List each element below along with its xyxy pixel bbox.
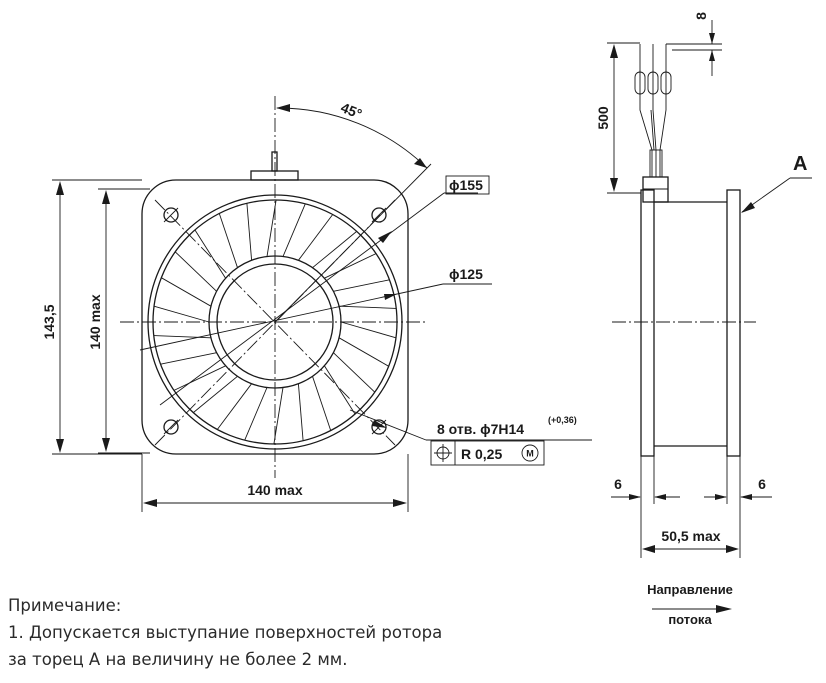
- arrow: [56, 439, 64, 453]
- arrow: [715, 494, 727, 500]
- arrow: [654, 494, 666, 500]
- modifier-symbol: M: [526, 449, 534, 459]
- arrow: [709, 33, 715, 44]
- arrow: [102, 438, 110, 452]
- arrow: [393, 499, 407, 507]
- note-line1: 1. Допускается выступание поверхностей р…: [8, 623, 443, 642]
- arrow: [726, 545, 739, 553]
- arrow: [384, 294, 397, 300]
- arrow: [740, 494, 752, 500]
- height-max-label: 140 max: [87, 294, 103, 349]
- dia-outer-label: ϕ155: [449, 177, 483, 193]
- position-tolerance-label: R 0,25: [461, 446, 502, 462]
- blade-line: [160, 352, 217, 365]
- angle-arc: [276, 107, 428, 169]
- lead-length-label: 500: [595, 106, 611, 130]
- mounting-hole: [163, 419, 179, 435]
- arrow: [741, 202, 755, 213]
- blade-line: [244, 387, 268, 441]
- arrow: [56, 181, 64, 195]
- side-view: 500 8 A 6 6 50,5 max: [595, 12, 812, 558]
- height-label: 143,5: [41, 304, 57, 339]
- blade-line: [312, 376, 332, 431]
- note-title: Примечание:: [8, 596, 122, 615]
- blade-line: [194, 229, 226, 279]
- arrow: [102, 190, 110, 204]
- connector-housing: [250, 170, 299, 181]
- blade-line: [339, 305, 397, 309]
- tolerance-frame: [430, 440, 545, 466]
- holes-tolerance: (+0,36): [548, 415, 577, 425]
- blade-line: [153, 335, 211, 339]
- blade-line: [333, 279, 390, 292]
- modifier-circle: [521, 444, 539, 462]
- blade-line: [193, 375, 238, 413]
- left-flange: [640, 189, 655, 457]
- mounting-hole: [371, 207, 387, 223]
- blade-line: [173, 365, 226, 391]
- wire-leads: [634, 44, 672, 178]
- depth-label: 50,5 max: [661, 528, 720, 544]
- dia-outer-frame: [445, 175, 490, 195]
- arrow: [610, 178, 618, 192]
- blade-line: [298, 214, 334, 261]
- position-tolerance-icon: [434, 444, 452, 462]
- blade-line: [340, 321, 397, 339]
- arrow: [276, 104, 290, 112]
- front-view: 45° ϕ155 ϕ125 8 отв. ϕ7H14 (+0,36) R 0,2…: [41, 96, 592, 512]
- dia-inner-label: ϕ125: [449, 266, 483, 282]
- blade-line: [216, 383, 252, 430]
- width-max-label: 140 max: [247, 482, 302, 498]
- arrow: [378, 231, 392, 243]
- flow-arrowhead: [716, 605, 732, 613]
- arrow: [414, 158, 427, 168]
- lead-offset-label: 8: [693, 12, 709, 20]
- blade-line: [218, 213, 238, 268]
- angle-label: 45°: [339, 99, 365, 122]
- blade-line: [324, 253, 377, 279]
- blade-line: [324, 365, 356, 415]
- blade-line: [312, 231, 357, 269]
- right-flange-label: 6: [758, 476, 766, 492]
- arrow: [709, 50, 715, 61]
- face-label: A: [793, 153, 807, 175]
- flow-direction: Направление потока: [615, 582, 765, 627]
- arrow: [629, 494, 641, 500]
- arrow: [143, 499, 157, 507]
- blade-line: [153, 305, 210, 323]
- diagonal-axis: [154, 199, 396, 446]
- connector-pin: [271, 151, 278, 172]
- note-block: Примечание: 1. Допускается выступание по…: [8, 592, 442, 673]
- mounting-hole: [163, 207, 179, 223]
- right-flange: [726, 189, 741, 457]
- flow-line1: Направление: [647, 582, 733, 597]
- left-flange-label: 6: [614, 476, 622, 492]
- blade-line: [338, 337, 389, 367]
- note-line2: за торец А на величину не более 2 мм.: [8, 650, 348, 669]
- arrow: [610, 44, 618, 58]
- arrow: [642, 545, 655, 553]
- mounting-hole: [371, 419, 387, 435]
- blade-line: [297, 383, 304, 441]
- blade-line: [174, 251, 217, 292]
- blade-line: [161, 277, 212, 307]
- arrow: [372, 420, 387, 428]
- flow-line2: потока: [668, 612, 712, 627]
- blade-line: [246, 203, 253, 261]
- blade-line: [282, 203, 306, 257]
- holes-label: 8 отв. ϕ7H14: [437, 421, 524, 437]
- blade-line: [333, 352, 376, 393]
